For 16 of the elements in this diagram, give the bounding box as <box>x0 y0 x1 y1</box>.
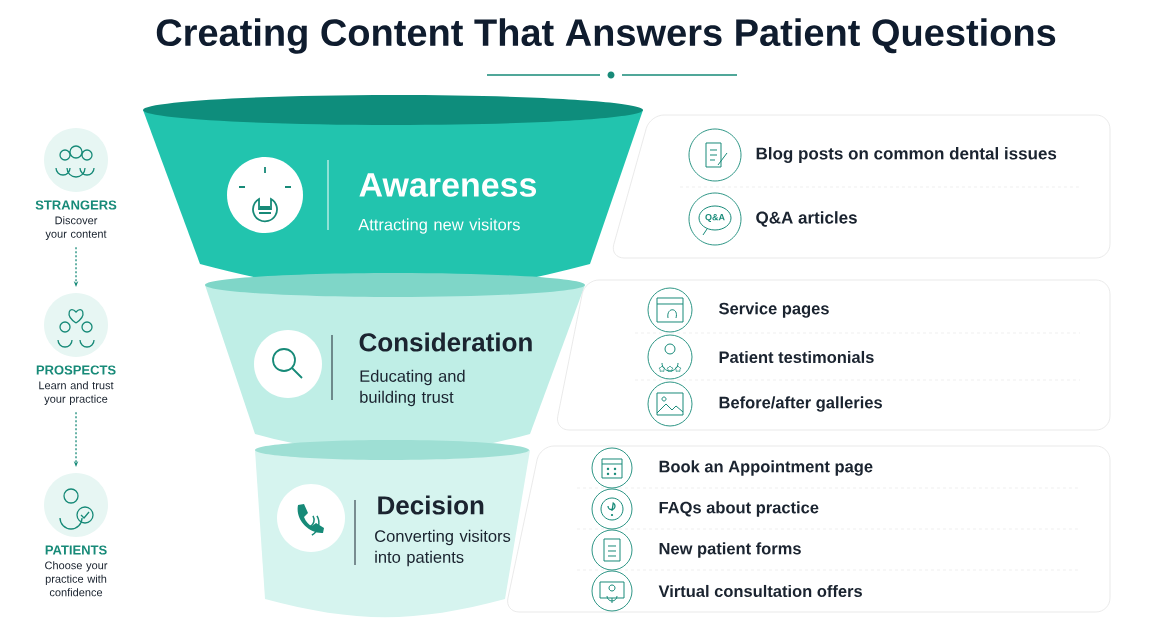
item-text: Before/after galleries <box>719 396 882 412</box>
stage-heading: PROSPECTS <box>36 365 116 375</box>
item-text: Patient testimonials <box>719 350 874 364</box>
item-text: FAQs about practice <box>659 501 819 517</box>
item-text: Book an Appointment page <box>659 460 873 476</box>
stage-description: Discover your content <box>45 216 107 240</box>
title: Creating Content That Answers Patient Questions <box>156 18 1056 54</box>
stage-description: Learn and trust your practice <box>39 381 114 405</box>
stage-heading: STRANGERS <box>35 200 117 210</box>
stage-heading: PATIENTS <box>45 545 107 555</box>
item-text: Service pages <box>719 302 829 318</box>
stage-description: Choose your practice with confidence <box>45 561 108 597</box>
item-text: New patient forms <box>659 542 801 558</box>
item-text: Blog posts on common dental issues <box>756 147 1057 163</box>
item-text: Virtual consultation offers <box>658 584 862 598</box>
item-text: Q&A articles <box>756 211 857 227</box>
